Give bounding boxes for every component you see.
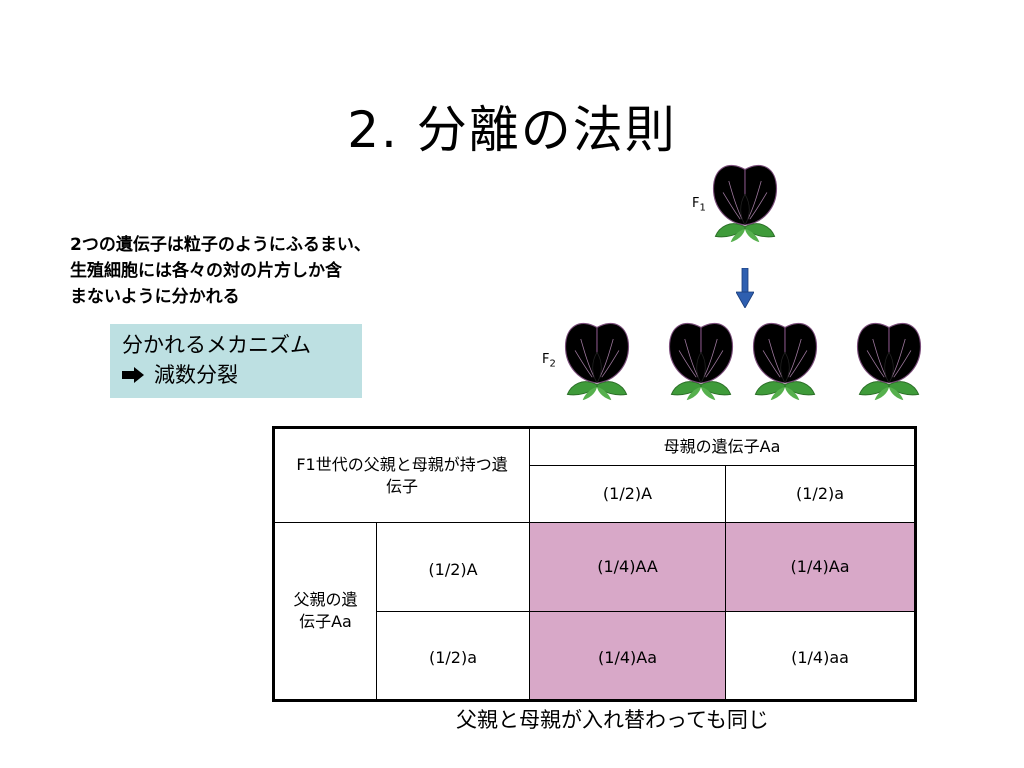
mechanism-line: 減数分裂: [122, 360, 350, 390]
f2-white-flower-icon: [856, 322, 922, 401]
down-arrow-icon: [736, 268, 754, 308]
f2-purple-flower-icon: [668, 322, 734, 401]
mechanism-title: 分かれるメカニズム: [122, 333, 311, 357]
punnett-square-table: F1世代の父親と母親が持つ遺伝子 母親の遺伝子Aa (1/2)A (1/2)a …: [272, 426, 918, 702]
cell-Aa-bottom: (1/4)Aa: [529, 611, 727, 701]
description-line-3: まないように分かれる: [70, 287, 240, 307]
header-father-genes: 父親の遺伝子Aa: [273, 522, 377, 701]
right-arrow-icon: [122, 367, 144, 383]
mechanism-box: 分かれるメカニズム 減数分裂: [110, 324, 362, 398]
description-line-1: 2つの遺伝子は粒子のようにふるまい、: [70, 235, 371, 255]
header-mother-genes: 母親の遺伝子Aa: [529, 427, 917, 466]
mechanism-meiosis: 減数分裂: [154, 363, 238, 387]
f1-label: F1: [692, 196, 706, 214]
f2-purple-flower-icon: [752, 322, 818, 401]
page-title: 2. 分離の法則: [347, 101, 677, 159]
father-row-A: (1/2)A: [375, 522, 531, 612]
header-parents-genes-text: F1世代の父親と母親が持つ遺伝子: [296, 454, 508, 496]
header-parents-genes: F1世代の父親と母親が持つ遺伝子: [272, 427, 531, 523]
description-line-2: 生殖細胞には各々の対の片方しか含: [70, 261, 342, 281]
cell-AA: (1/4)AA: [529, 522, 727, 612]
footer-note: 父親と母親が入れ替わっても同じ: [456, 708, 769, 732]
f1-label-sub: 1: [699, 202, 706, 214]
header-father-genes-text: 父親の遺伝子Aa: [293, 590, 358, 631]
cell-aa: (1/4)aa: [725, 611, 917, 701]
f1-purple-flower-icon: [712, 164, 778, 243]
f2-label-sub: 2: [549, 358, 556, 370]
f2-purple-flower-icon: [564, 322, 630, 401]
f2-label: F2: [542, 352, 556, 370]
cell-Aa-top: (1/4)Aa: [725, 522, 917, 612]
f2-label-main: F: [542, 352, 550, 367]
mother-col-a: (1/2)a: [725, 465, 917, 523]
mother-col-A: (1/2)A: [529, 465, 727, 523]
f1-label-main: F: [692, 196, 700, 211]
father-row-a: (1/2)a: [375, 611, 531, 701]
description-text: 2つの遺伝子は粒子のようにふるまい、 生殖細胞には各々の対の片方しか含 まないよ…: [70, 232, 470, 310]
